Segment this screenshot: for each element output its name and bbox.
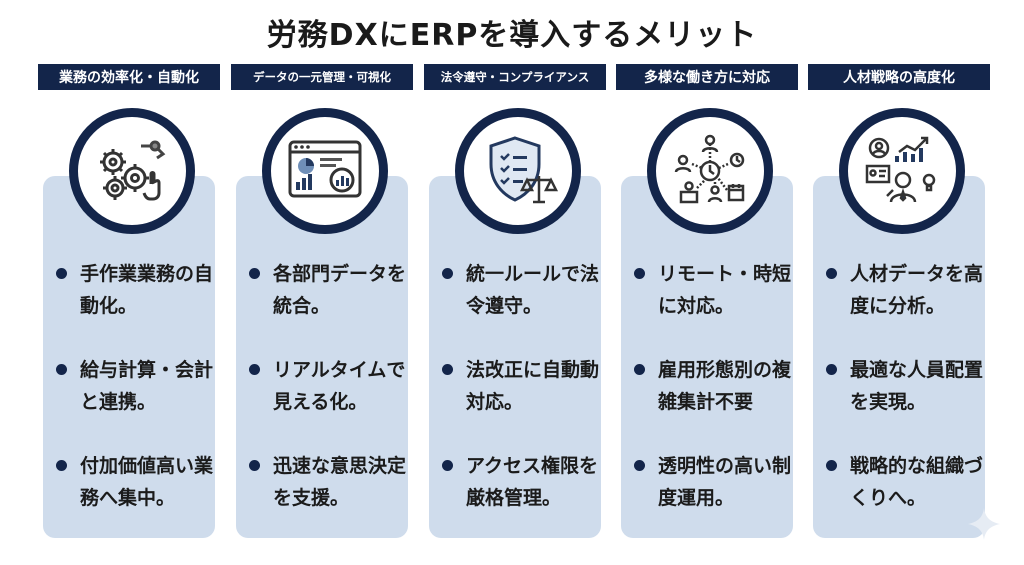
bullet-item: 雇用形態別の複雑集計不要 xyxy=(634,354,794,450)
bullet-dot xyxy=(634,364,645,375)
bullet-dot xyxy=(56,460,67,471)
benefit-column-compliance: 法令遵守・コンプライアンス 統一ルールで法令遵守。 法改正に自動動対応。 アクセ… xyxy=(424,64,606,538)
bullet-dot xyxy=(249,460,260,471)
bullet-dot xyxy=(249,268,260,279)
page-title: 労務DXにERPを導入するメリット xyxy=(266,18,758,53)
bullet-item: 付加価値高い業務へ集中。 xyxy=(56,450,216,546)
bullet-list: 手作業業務の自動化。 給与計算・会計と連携。 付加価値高い業務へ集中。 xyxy=(56,258,216,546)
bullet-item: 給与計算・会計と連携。 xyxy=(56,354,216,450)
bullet-item: 戦略的な組織づくりへ。 xyxy=(826,450,986,546)
bullet-item: 迅速な意思決定を支援。 xyxy=(249,450,409,546)
bullet-item: リアルタイムで見える化。 xyxy=(249,354,409,450)
column-header: 法令遵守・コンプライアンス xyxy=(424,64,606,90)
column-panel xyxy=(813,176,985,538)
dashboard-charts-icon xyxy=(262,108,388,234)
bullet-dot xyxy=(634,268,645,279)
column-panel xyxy=(621,176,793,538)
column-header: データの一元管理・可視化 xyxy=(231,64,413,90)
remote-workers-clock-icon xyxy=(647,108,773,234)
bullet-item: 最適な人員配置を実現。 xyxy=(826,354,986,450)
bullet-dot xyxy=(826,364,837,375)
bullet-dot xyxy=(442,460,453,471)
bullet-item: 法改正に自動動対応。 xyxy=(442,354,602,450)
bullet-item: アクセス権限を厳格管理。 xyxy=(442,450,602,546)
column-panel xyxy=(43,176,215,538)
bullet-dot xyxy=(634,460,645,471)
benefit-column-talent: 人材戦略の高度化 人材データを高度に分析。 最適な人員配置を実現。 戦略的な組織… xyxy=(808,64,990,538)
column-header: 業務の効率化・自動化 xyxy=(38,64,220,90)
column-panel xyxy=(429,176,601,538)
column-header: 人材戦略の高度化 xyxy=(808,64,990,90)
bullet-dot xyxy=(442,364,453,375)
benefit-column-efficiency: 業務の効率化・自動化 手作業業務の自動化。 給与計算・会計と連携。 付加価値高い… xyxy=(38,64,220,538)
bullet-dot xyxy=(56,364,67,375)
bullet-item: 透明性の高い制度運用。 xyxy=(634,450,794,546)
shield-scales-icon xyxy=(455,108,581,234)
bullet-item: 人材データを高度に分析。 xyxy=(826,258,986,354)
bullet-dot xyxy=(826,268,837,279)
bullet-item: リモート・時短に対応。 xyxy=(634,258,794,354)
column-header: 多様な働き方に対応 xyxy=(616,64,798,90)
benefit-column-data: データの一元管理・可視化 各部門データを統合。 リアルタイムで見える化。 迅速な… xyxy=(231,64,413,538)
bullet-list: 各部門データを統合。 リアルタイムで見える化。 迅速な意思決定を支援。 xyxy=(249,258,409,546)
bullet-list: 人材データを高度に分析。 最適な人員配置を実現。 戦略的な組織づくりへ。 xyxy=(826,258,986,546)
bullet-dot xyxy=(826,460,837,471)
bullet-list: リモート・時短に対応。 雇用形態別の複雑集計不要 透明性の高い制度運用。 xyxy=(634,258,794,546)
bullet-item: 統一ルールで法令遵守。 xyxy=(442,258,602,354)
bullet-item: 各部門データを統合。 xyxy=(249,258,409,354)
bullet-dot xyxy=(249,364,260,375)
bullet-list: 統一ルールで法令遵守。 法改正に自動動対応。 アクセス権限を厳格管理。 xyxy=(442,258,602,546)
gears-robot-arm-icon xyxy=(69,108,195,234)
bullet-item: 手作業業務の自動化。 xyxy=(56,258,216,354)
talent-analytics-icon xyxy=(839,108,965,234)
sparkle-icon xyxy=(968,508,1000,540)
column-panel xyxy=(236,176,408,538)
bullet-dot xyxy=(442,268,453,279)
bullet-dot xyxy=(56,268,67,279)
benefit-column-workstyles: 多様な働き方に対応 リモート・時短に対応。 雇用形態別の複雑集計不要 透明性の高… xyxy=(616,64,798,538)
